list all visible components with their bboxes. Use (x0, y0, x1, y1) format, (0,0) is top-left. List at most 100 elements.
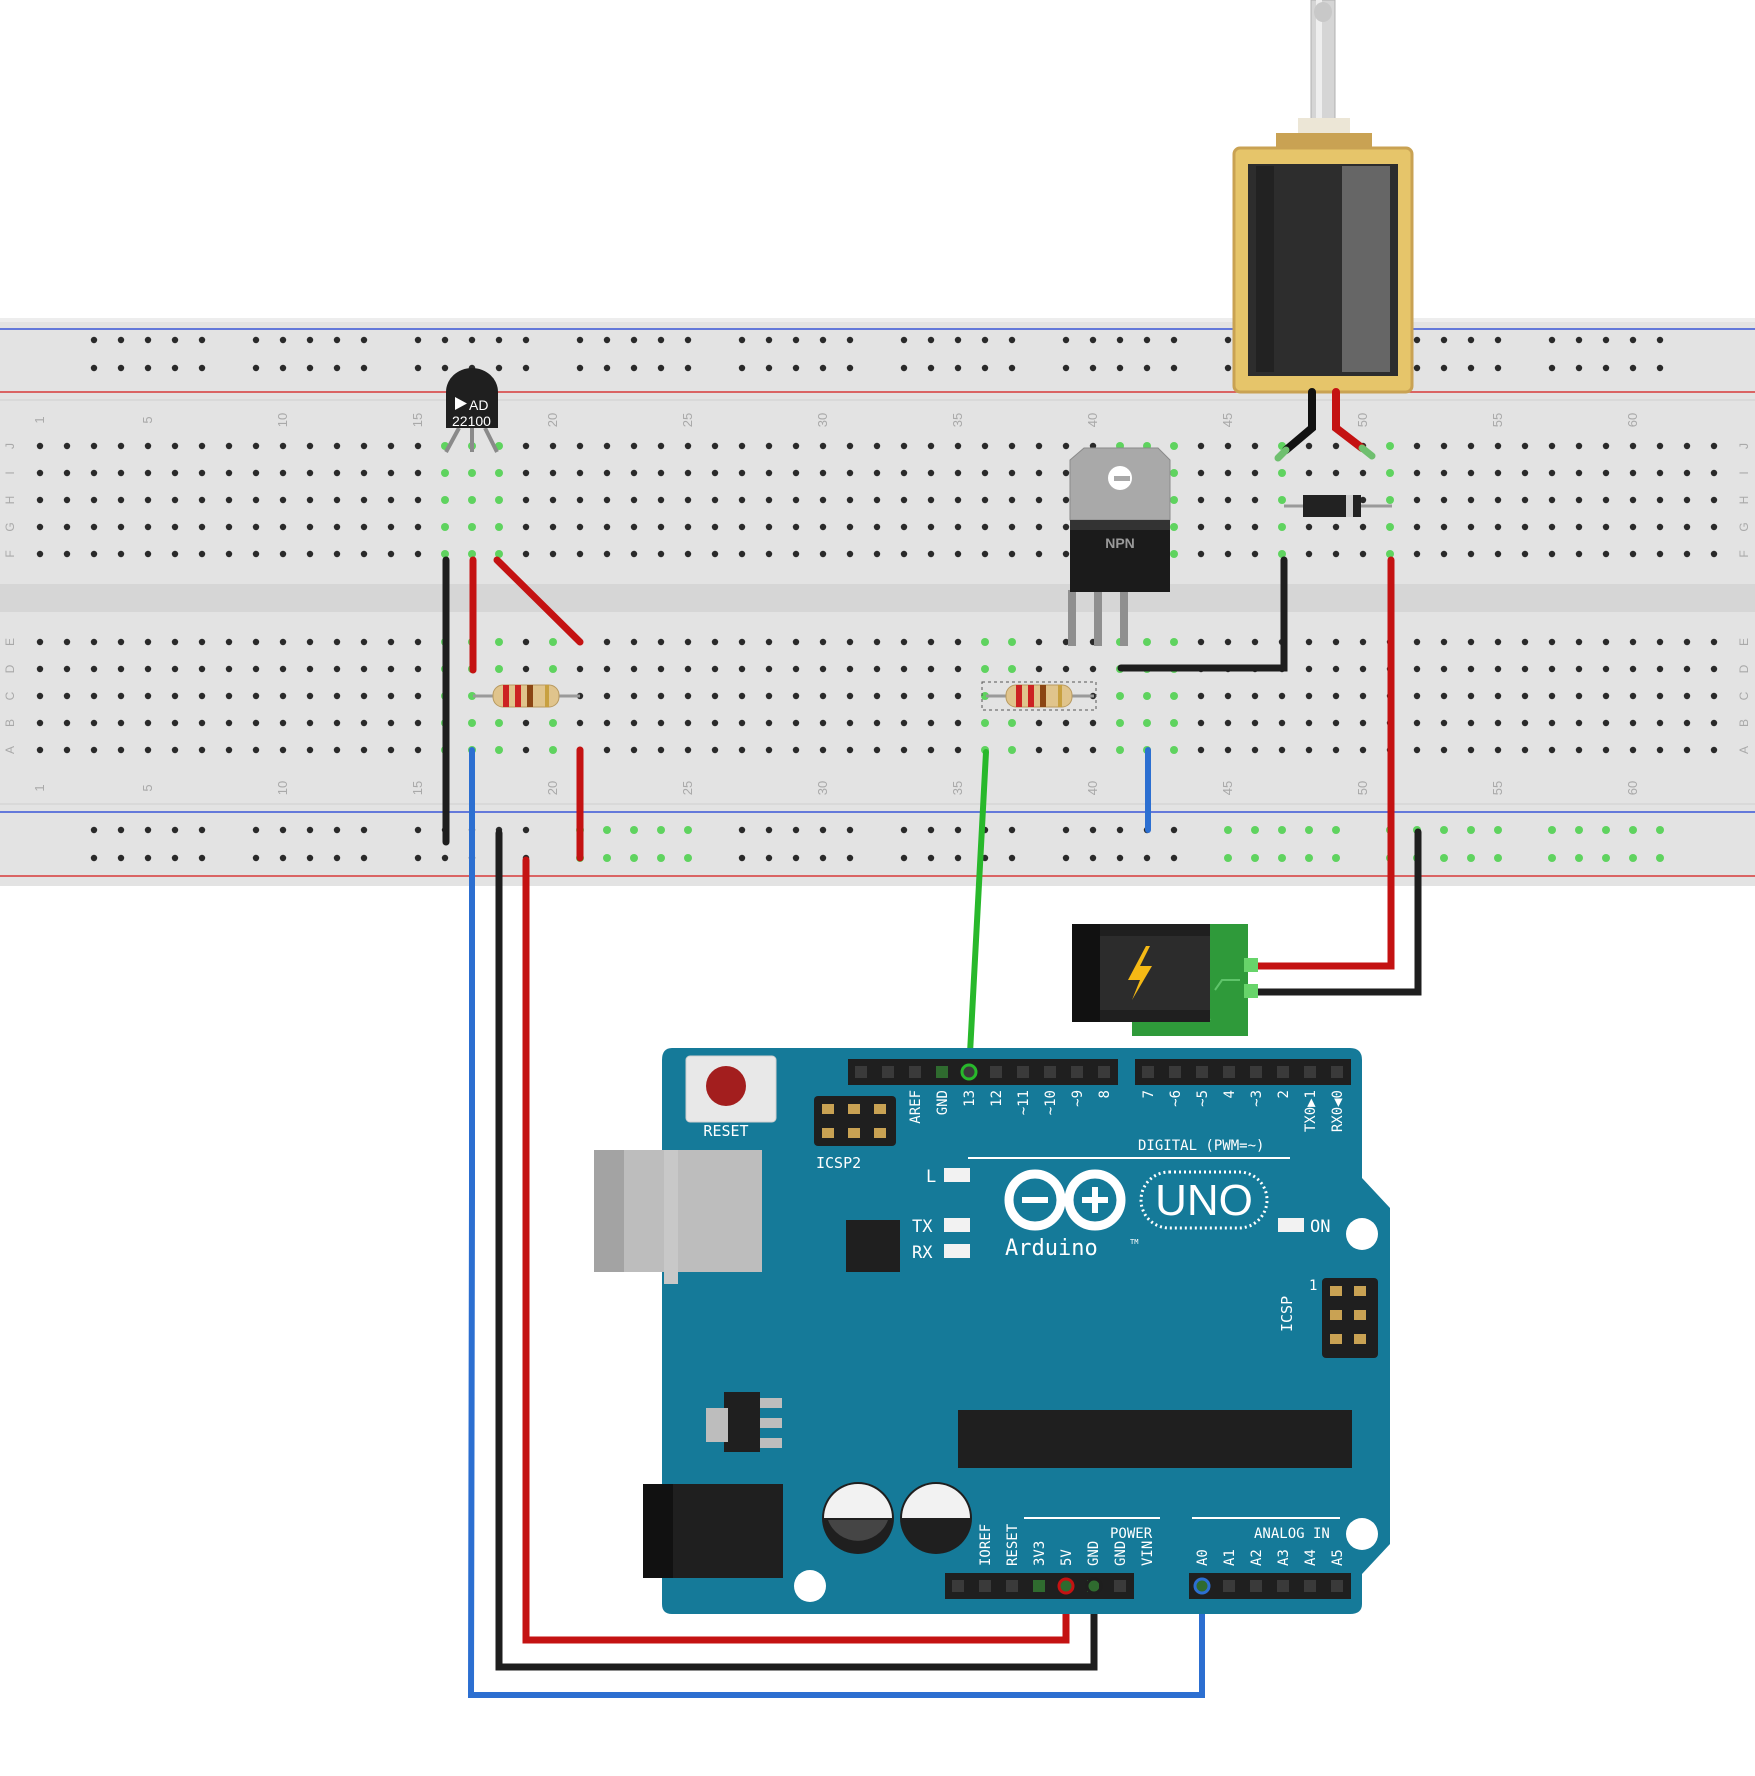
header-pin[interactable] (1277, 1066, 1289, 1078)
header-pin[interactable] (1071, 1066, 1083, 1078)
icsp-pin[interactable] (1354, 1310, 1366, 1320)
header-pin[interactable] (909, 1066, 921, 1078)
header-pin[interactable] (1044, 1066, 1056, 1078)
icsp-pin[interactable] (1330, 1334, 1342, 1344)
icsp2-pin[interactable] (848, 1128, 860, 1138)
breadboard-hole (1575, 442, 1583, 450)
breadboard-hole (252, 692, 260, 700)
header-pin[interactable] (1331, 1580, 1343, 1592)
icsp-pin[interactable] (1354, 1334, 1366, 1344)
breadboard-hole (522, 665, 530, 673)
breadboard-hole (198, 692, 206, 700)
breadboard-hole (1629, 638, 1637, 646)
icsp2-pin[interactable] (822, 1104, 834, 1114)
icsp-pin[interactable] (1330, 1310, 1342, 1320)
breadboard-hole (819, 719, 827, 727)
header-pin[interactable] (1250, 1580, 1262, 1592)
header-pin[interactable] (1142, 1066, 1154, 1078)
header-pin[interactable] (1304, 1066, 1316, 1078)
breadboard-hole (1575, 523, 1583, 531)
rail-hole (603, 854, 611, 862)
breadboard-hole (1305, 638, 1313, 646)
header-pin[interactable] (963, 1066, 975, 1078)
breadboard-hole (1224, 746, 1232, 754)
rail-hole (738, 364, 746, 372)
rail-hole (1548, 364, 1556, 372)
rail-hole (603, 826, 611, 834)
column-number: 30 (815, 413, 830, 427)
header-pin[interactable] (1060, 1580, 1072, 1592)
rail-hole (1008, 336, 1016, 344)
breadboard-hole (1602, 496, 1610, 504)
header-pin[interactable] (1169, 1066, 1181, 1078)
breadboard-hole (1035, 665, 1043, 673)
header-pin[interactable] (1196, 1580, 1208, 1592)
breadboard-hole (1305, 692, 1313, 700)
icsp2-pin[interactable] (874, 1104, 886, 1114)
column-number: 45 (1220, 413, 1235, 427)
header-pin[interactable] (855, 1066, 867, 1078)
icsp2-pin[interactable] (822, 1128, 834, 1138)
breadboard-hole (1521, 638, 1529, 646)
resistor-2-body (1005, 684, 1073, 708)
breadboard-hole (117, 442, 125, 450)
header-pin[interactable] (1017, 1066, 1029, 1078)
breadboard-hole (603, 719, 611, 727)
breadboard-hole (198, 496, 206, 504)
header-pin[interactable] (1033, 1580, 1045, 1592)
breadboard-hole (1683, 496, 1691, 504)
breadboard-hole (36, 550, 44, 558)
pin-label: TX0▶1 (1303, 1090, 1319, 1132)
rail-hole (1575, 826, 1583, 834)
header-pin[interactable] (1006, 1580, 1018, 1592)
header-pin[interactable] (882, 1066, 894, 1078)
header-pin[interactable] (1331, 1066, 1343, 1078)
rail-hole (1602, 336, 1610, 344)
header-pin[interactable] (1098, 1066, 1110, 1078)
rail-hole (522, 364, 530, 372)
rail-hole (792, 336, 800, 344)
breadboard-hole (360, 746, 368, 754)
header-pin[interactable] (979, 1580, 991, 1592)
rail-hole (171, 826, 179, 834)
header-pin[interactable] (1277, 1580, 1289, 1592)
header-pin[interactable] (1087, 1580, 1099, 1592)
breadboard-hole (198, 746, 206, 754)
rail-hole (117, 336, 125, 344)
header-pin[interactable] (936, 1066, 948, 1078)
header-pin[interactable] (1304, 1580, 1316, 1592)
rail-hole (765, 854, 773, 862)
breadboard-hole (252, 469, 260, 477)
breadboard-hole (1197, 719, 1205, 727)
breadboard-hole (900, 550, 908, 558)
breadboard-hole (1224, 469, 1232, 477)
breadboard-hole (954, 746, 962, 754)
breadboard-hole (441, 469, 449, 477)
led-on-label: ON (1310, 1217, 1330, 1237)
breadboard-hole (711, 719, 719, 727)
breadboard-hole (63, 665, 71, 673)
breadboard-hole (1035, 442, 1043, 450)
header-pin[interactable] (1223, 1580, 1235, 1592)
breadboard-hole (1224, 719, 1232, 727)
icsp-pin[interactable] (1354, 1286, 1366, 1296)
breadboard-hole (1224, 692, 1232, 700)
header-pin[interactable] (1250, 1066, 1262, 1078)
reset-button-cap[interactable] (706, 1066, 746, 1106)
breadboard-hole (1521, 746, 1529, 754)
header-pin[interactable] (1196, 1066, 1208, 1078)
icsp-pin[interactable] (1330, 1286, 1342, 1296)
header-pin[interactable] (952, 1580, 964, 1592)
header-pin[interactable] (990, 1066, 1002, 1078)
rail-hole (279, 854, 287, 862)
breadboard-hole (1656, 665, 1664, 673)
breadboard-hole (1440, 692, 1448, 700)
header-pin[interactable] (1223, 1066, 1235, 1078)
breadboard-hole (954, 665, 962, 673)
breadboard-hole (306, 719, 314, 727)
header-pin[interactable] (1114, 1580, 1126, 1592)
icsp2-pin[interactable] (848, 1104, 860, 1114)
breadboard-hole (576, 719, 584, 727)
icsp2-pin[interactable] (874, 1128, 886, 1138)
breadboard-hole (171, 746, 179, 754)
